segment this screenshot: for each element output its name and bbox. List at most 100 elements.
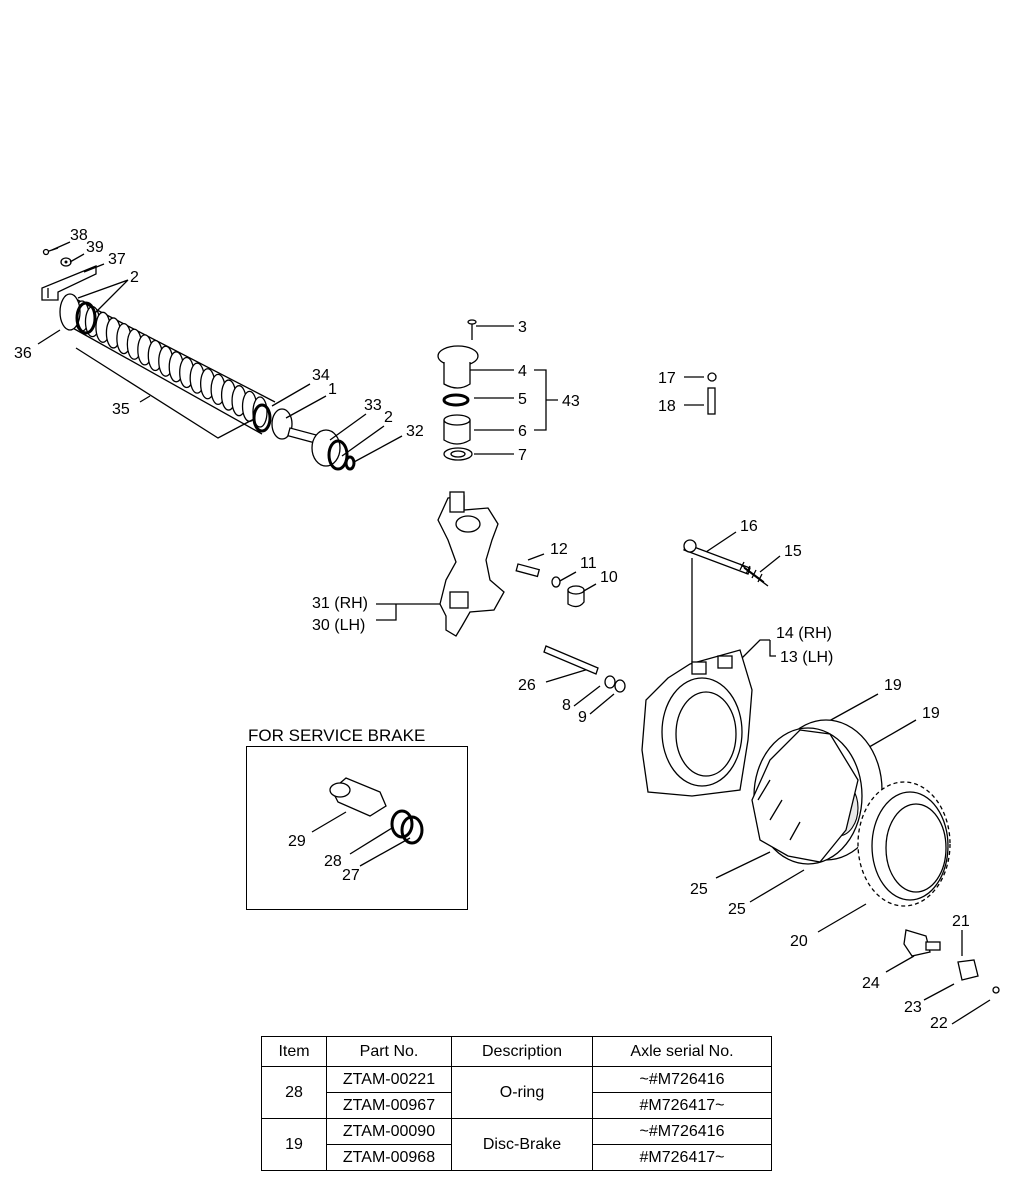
table-row: ZTAM-00967 #M726417~	[262, 1092, 772, 1119]
header-part-no: Part No.	[326, 1036, 452, 1067]
callout-34: 34	[312, 367, 330, 384]
callout-32: 32	[406, 423, 424, 440]
service-brake-title: FOR SERVICE BRAKE	[248, 726, 426, 745]
piston-29	[329, 777, 387, 817]
callout-21: 21	[952, 913, 970, 930]
oring-5	[442, 393, 470, 407]
callout-18: 18	[658, 398, 676, 415]
table-row: ZTAM-00968 #M726417~	[262, 1144, 772, 1171]
cap-4	[437, 345, 479, 389]
bracket-line-35	[75, 347, 253, 439]
oring-34	[252, 403, 272, 433]
bleeder-18	[707, 387, 716, 415]
callout-7: 7	[518, 447, 527, 464]
callout-12: 12	[550, 541, 568, 558]
callout-22: 22	[930, 1015, 948, 1032]
callout-20: 20	[790, 933, 808, 950]
serial-cell: #M726417~	[592, 1144, 772, 1171]
part-no-cell: ZTAM-00090	[326, 1118, 452, 1145]
callout-9: 9	[578, 709, 587, 726]
callout-10: 10	[600, 569, 618, 586]
oring-27	[400, 815, 424, 845]
parts-table: Item Part No. Description Axle serial No…	[261, 1036, 772, 1171]
serial-cell: #M726417~	[592, 1092, 772, 1119]
callout-43: 43	[562, 393, 580, 410]
callout-14: 14 (RH)	[776, 625, 832, 642]
table-row: 19 ZTAM-00090 Disc-Brake ~#M726416	[261, 1118, 772, 1171]
callout-39: 39	[86, 239, 104, 256]
callout-6: 6	[518, 423, 527, 440]
callout-2: 2	[130, 269, 139, 286]
part-no-cell: ZTAM-00221	[326, 1066, 452, 1093]
washer-11	[551, 576, 561, 588]
callout-31: 31 (RH)	[312, 595, 368, 612]
callout-37: 37	[108, 251, 126, 268]
washer-7	[443, 447, 473, 461]
callout-8: 8	[562, 697, 571, 714]
pinion-24	[903, 929, 941, 957]
table-header-row: Item Part No. Description Axle serial No…	[261, 1036, 772, 1067]
service-brake-inset-box	[246, 746, 468, 910]
callout-25b: 25	[728, 901, 746, 918]
callout-33: 33	[364, 397, 382, 414]
spring-15	[739, 561, 769, 587]
callout-36: 36	[14, 345, 32, 362]
bush-10	[567, 585, 585, 608]
callout-38: 38	[70, 227, 88, 244]
housing-30-31	[437, 491, 505, 637]
callout-3: 3	[518, 319, 527, 336]
callout-2b: 2	[384, 409, 393, 426]
callout-17: 17	[658, 370, 676, 387]
part-no-cell: ZTAM-00967	[326, 1092, 452, 1119]
disc-25	[751, 729, 859, 863]
callout-35: 35	[112, 401, 130, 418]
pin-12	[515, 563, 541, 578]
callout-4: 4	[518, 363, 527, 380]
part-no-cell: ZTAM-00968	[326, 1144, 452, 1171]
serial-cell: ~#M726416	[592, 1066, 772, 1093]
bolt-16	[683, 539, 751, 575]
callout-19a: 19	[884, 677, 902, 694]
oring-2-left	[75, 301, 97, 335]
nut-8-9	[604, 675, 626, 693]
brake-plate-13-14	[641, 649, 753, 797]
callout-28: 28	[324, 853, 342, 870]
spring-35	[59, 293, 276, 435]
callout-24: 24	[862, 975, 880, 992]
callout-29: 29	[288, 833, 306, 850]
callout-25a: 25	[690, 881, 708, 898]
callout-30: 30 (LH)	[312, 617, 365, 634]
description-cell: O-ring	[451, 1066, 593, 1119]
item-cell: 19	[261, 1118, 327, 1171]
description-cell: Disc-Brake	[451, 1118, 593, 1171]
header-item: Item	[261, 1036, 327, 1067]
ring-gear-20	[857, 781, 951, 907]
bush-6	[443, 414, 471, 445]
bolt-22	[992, 986, 1000, 994]
header-axle-serial: Axle serial No.	[592, 1036, 772, 1067]
leader-lines	[37, 241, 991, 1025]
callout-26: 26	[518, 677, 536, 694]
bracket-21-23	[957, 959, 979, 981]
serial-cell: ~#M726416	[592, 1118, 772, 1145]
callout-11: 11	[580, 555, 597, 572]
washer-39	[60, 257, 72, 267]
cap-33	[311, 429, 356, 471]
callout-19b: 19	[922, 705, 940, 722]
callout-27: 27	[342, 867, 360, 884]
pin-26	[543, 645, 599, 675]
header-description: Description	[451, 1036, 593, 1067]
bolt-3	[467, 319, 477, 340]
nut-17	[707, 372, 717, 382]
callout-1: 1	[328, 381, 337, 398]
bracket-37	[41, 265, 97, 301]
callout-labels: 38 39 37 2 36 35 34 1 33 2 32 3 4 5 6 7 …	[14, 227, 970, 1032]
item-cell: 28	[261, 1066, 327, 1119]
callout-16: 16	[740, 518, 758, 535]
callout-15: 15	[784, 543, 802, 560]
table-row: 28 ZTAM-00221 O-ring ~#M726416	[261, 1066, 772, 1119]
callout-5: 5	[518, 391, 527, 408]
callout-23: 23	[904, 999, 922, 1016]
callout-13: 13 (LH)	[780, 649, 833, 666]
